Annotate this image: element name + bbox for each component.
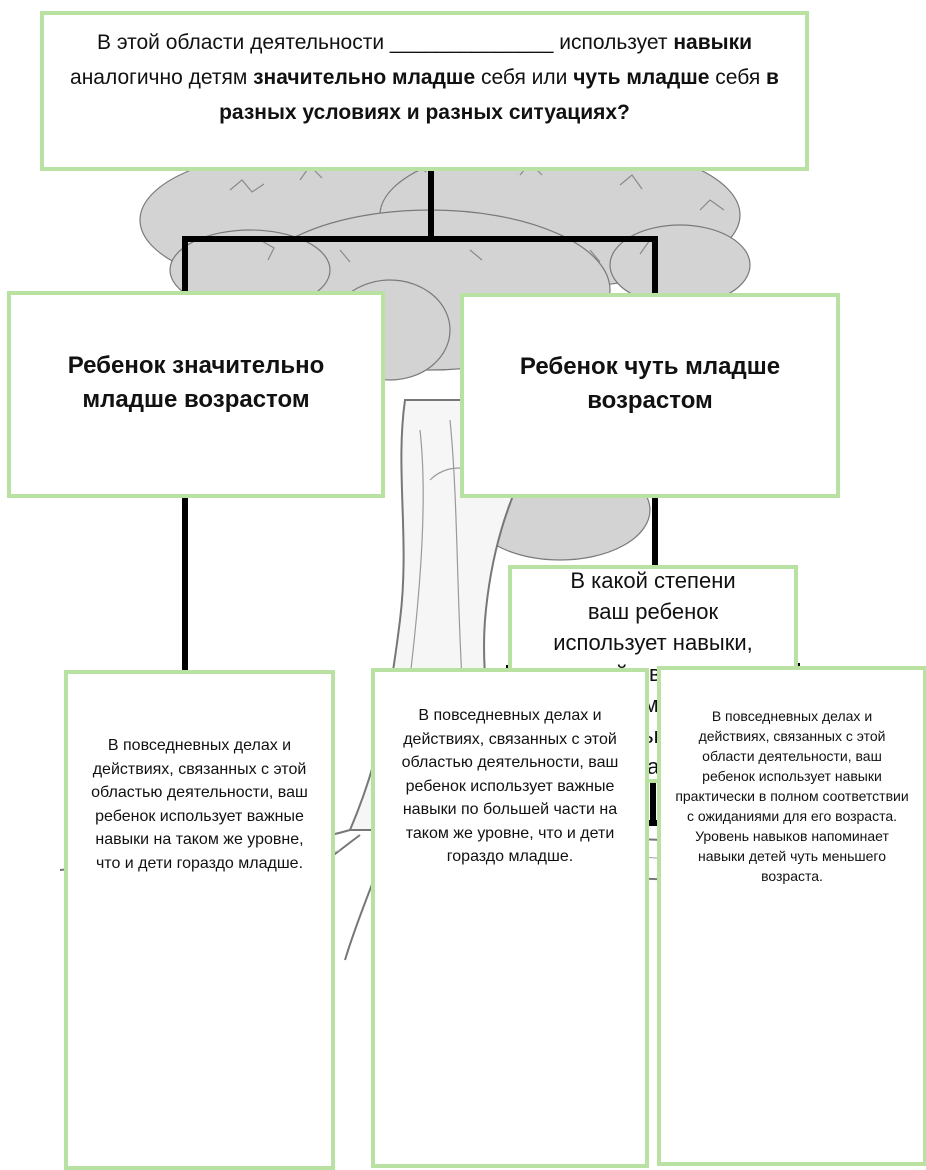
branch-slightly-younger-box: Ребенок чуть младше возрастом <box>460 293 840 498</box>
description-text: В повседневных делах и действиях, связан… <box>401 707 619 865</box>
question-segment: себя <box>709 66 767 89</box>
question-emphasis: в разных условиях и разных ситуациях? <box>219 66 779 124</box>
question-emphasis: значительно младше <box>253 66 476 89</box>
branch-much-younger-box: Ребенок значительно младше возрастом <box>7 291 385 498</box>
description-box-slightly-younger: В повседневных делах и действиях, связан… <box>657 666 926 1166</box>
description-text: В повседневных делах и действиях, связан… <box>675 708 909 884</box>
question-segment: себя или <box>475 66 574 89</box>
question-segment: аналогично детям <box>70 66 254 89</box>
question-segment: В этой области деятельности ____________… <box>96 31 674 54</box>
description-text: В повседневных делах и действиях, связан… <box>91 737 308 872</box>
branch-much-younger-label: Ребенок значительно младше возрастом <box>67 351 325 413</box>
main-question-box: В этой области деятельности ____________… <box>40 11 809 171</box>
branch-slightly-younger-label: Ребенок чуть младше возрастом <box>519 352 781 414</box>
description-box-mostly-younger: В повседневных делах и действиях, связан… <box>371 668 649 1168</box>
main-question-text: В этой области деятельности ____________… <box>68 25 781 130</box>
question-emphasis: навыки <box>673 31 752 54</box>
description-box-much-younger: В повседневных делах и действиях, связан… <box>64 670 335 1170</box>
question-emphasis: чуть младше <box>573 66 710 89</box>
